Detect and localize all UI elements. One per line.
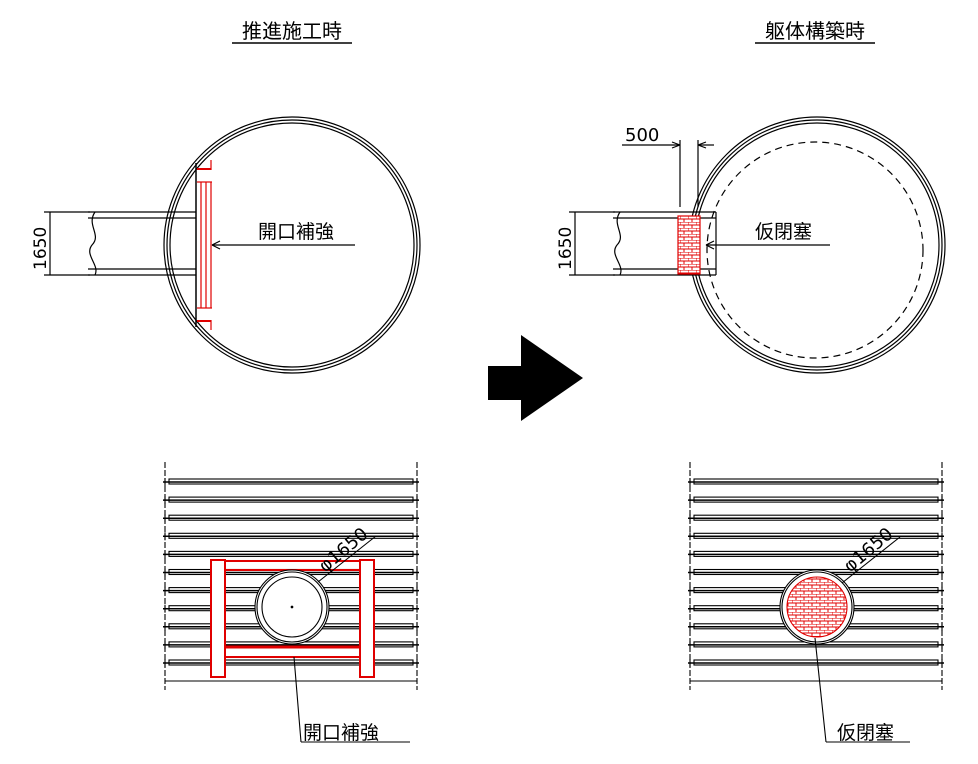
dimension-500 bbox=[622, 140, 714, 207]
left-plan-view bbox=[44, 116, 421, 374]
waler-beam bbox=[163, 550, 419, 559]
future-structure-outline bbox=[706, 141, 924, 359]
opening-reinforcement bbox=[197, 160, 212, 330]
waler-beam bbox=[163, 478, 419, 486]
dimension-1650-left bbox=[44, 211, 90, 276]
pipe bbox=[88, 211, 196, 276]
dim-text-1650-left: 1650 bbox=[31, 227, 51, 270]
svg-text:躯体構築時: 躯体構築時 bbox=[765, 19, 865, 43]
waler-beam bbox=[688, 514, 944, 523]
label-opening-reinforcement-elevation: 開口補強 bbox=[303, 722, 379, 744]
pipe-opening-right bbox=[779, 536, 910, 743]
label-temporary-plug-elevation: 仮閉塞 bbox=[837, 722, 894, 744]
dim-text-500: 500 bbox=[625, 125, 659, 146]
right-plan-view bbox=[569, 116, 946, 374]
svg-text:推進施工時: 推進施工時 bbox=[242, 19, 342, 43]
waler-beam bbox=[688, 478, 944, 486]
waler-beam bbox=[688, 532, 944, 541]
label-temporary-plug-plan: 仮閉塞 bbox=[755, 221, 812, 243]
title-right: 躯体構築時 bbox=[755, 19, 875, 44]
waler-beam bbox=[688, 496, 944, 505]
dim-text-1650-right: 1650 bbox=[556, 227, 576, 270]
shaft-wall bbox=[163, 116, 421, 374]
temporary-plug-bricks bbox=[677, 215, 701, 275]
right-arrow-icon bbox=[488, 335, 583, 421]
dimension-1650-right bbox=[569, 211, 615, 276]
waler-beam bbox=[163, 532, 419, 541]
waler-beam bbox=[163, 496, 419, 505]
label-opening-reinforcement-plan: 開口補強 bbox=[258, 221, 334, 243]
title-left: 推進施工時 bbox=[232, 19, 352, 44]
waler-beam bbox=[688, 659, 944, 667]
pipe-opening-left bbox=[254, 535, 410, 743]
temporary-plug-bricks bbox=[786, 576, 848, 638]
dim-text-phi1650-right: φ1650 bbox=[840, 524, 898, 577]
waler-beam bbox=[688, 550, 944, 559]
opening-reinforcement-frame bbox=[210, 559, 375, 678]
waler-beam bbox=[163, 514, 419, 523]
waler-beam bbox=[163, 659, 419, 667]
